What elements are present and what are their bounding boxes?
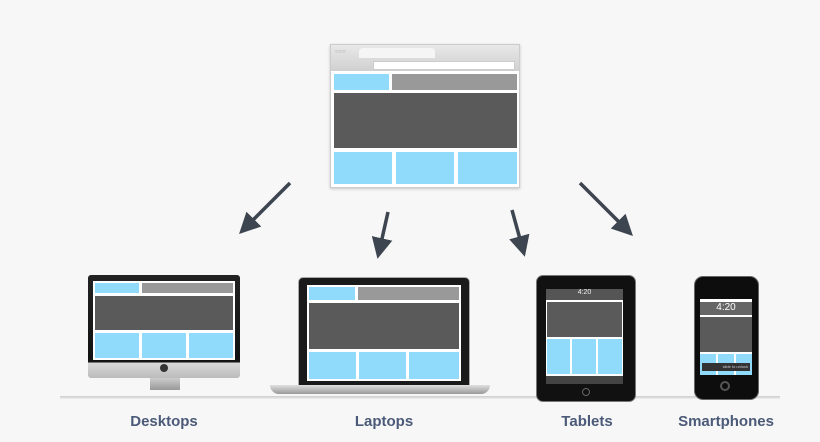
smartphone: 4:20 slide to unlock [694, 276, 759, 400]
header-block-right [392, 74, 517, 90]
apple-logo-icon [160, 364, 168, 372]
arrow-to-desktops [239, 181, 292, 234]
label-smartphones: Smartphones [678, 413, 774, 430]
address-bar [373, 61, 515, 70]
laptop-base [270, 385, 490, 394]
arrow-to-tablets [509, 209, 530, 257]
home-button-icon [582, 388, 590, 396]
tablet: 4:20 [536, 275, 636, 402]
footer-block-2 [396, 152, 454, 184]
footer-block-1 [334, 152, 392, 184]
arrow-to-laptops [371, 211, 393, 259]
slide-to-unlock: slide to unlock [702, 363, 750, 371]
footer-block-3 [458, 152, 517, 184]
tablet-clock: 4:20 [546, 289, 623, 300]
label-tablets: Tablets [561, 413, 613, 430]
arrow-to-smartphones [578, 181, 633, 236]
desktop-monitor [88, 275, 240, 378]
header-block-left [334, 74, 389, 90]
desktop-stand [150, 378, 180, 390]
label-laptops: Laptops [354, 413, 414, 430]
laptop [298, 277, 470, 387]
phone-clock: 4:20 [700, 302, 752, 315]
shelf [60, 396, 780, 399]
window-controls: ○○○ [335, 49, 346, 55]
main-content-block [334, 93, 517, 148]
browser-window: ○○○ [330, 44, 520, 188]
browser-tab [359, 48, 435, 58]
home-button-icon [720, 381, 730, 391]
label-desktops: Desktops [130, 413, 198, 430]
